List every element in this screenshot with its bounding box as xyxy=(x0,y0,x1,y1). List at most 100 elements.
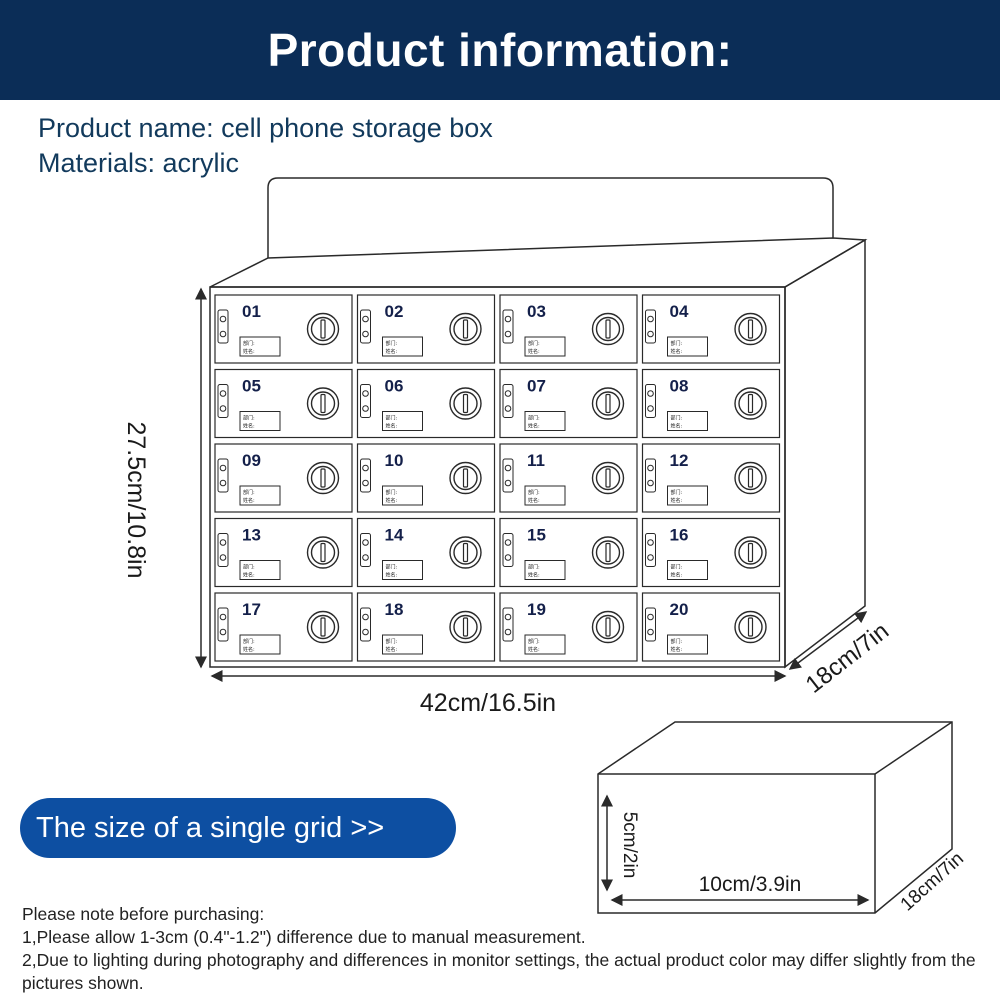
lock-icon xyxy=(306,536,340,569)
tag-department-label: 部门: xyxy=(528,638,540,645)
tag-name-label: 姓名: xyxy=(386,348,398,355)
tag-department-label: 部门: xyxy=(386,564,398,571)
compartment-number: 15 xyxy=(527,526,546,545)
compartment-number: 03 xyxy=(527,302,546,321)
cabinet-front-frame xyxy=(209,286,786,668)
compartment-09[interactable]: 09 部门:姓名: xyxy=(214,443,353,513)
compartment-04[interactable]: 04 部门:姓名: xyxy=(641,294,781,364)
note-item-1: 1,Please allow 1-3cm (0.4"-1.2") differe… xyxy=(22,927,586,947)
compartment-grid: 01部门:姓名:02部门:姓名:03部门:姓名:04部门:姓名:05部门:姓名:… xyxy=(214,294,781,662)
tag-department-label: 部门: xyxy=(528,415,540,422)
tag-department-label: 部门: xyxy=(386,415,398,422)
tag-name-label: 姓名: xyxy=(671,348,683,355)
compartment-15[interactable]: 15 部门:姓名: xyxy=(499,517,638,588)
compartment-number: 12 xyxy=(670,451,689,470)
tag-department-label: 部门: xyxy=(243,340,255,347)
name-tag: 部门:姓名: xyxy=(667,336,708,357)
name-tag: 部门:姓名: xyxy=(382,485,423,506)
tag-name-label: 姓名: xyxy=(243,423,255,430)
grid-height-label: 5cm/2in xyxy=(619,812,640,879)
tag-name-label: 姓名: xyxy=(386,572,398,579)
compartment-14[interactable]: 14 部门:姓名: xyxy=(356,517,496,588)
name-tag: 部门:姓名: xyxy=(524,411,566,431)
hinge-icon xyxy=(217,533,229,567)
lock-icon xyxy=(734,312,767,346)
lock-icon xyxy=(449,387,482,420)
hinge-icon xyxy=(645,384,656,418)
hinge-icon xyxy=(645,533,656,567)
tag-name-label: 姓名: xyxy=(243,646,255,653)
single-grid-edge-corner xyxy=(874,721,953,775)
compartment-number: 17 xyxy=(242,600,261,619)
hinge-icon xyxy=(645,458,656,493)
name-tag: 部门:姓名: xyxy=(524,336,566,357)
name-tag: 部门:姓名: xyxy=(239,336,281,357)
name-tag: 部门:姓名: xyxy=(667,560,708,580)
name-tag: 部门:姓名: xyxy=(239,485,281,506)
lock-icon xyxy=(449,610,482,644)
lock-icon xyxy=(591,387,625,420)
lock-icon xyxy=(734,461,767,495)
hinge-icon xyxy=(502,533,514,567)
product-name-line: Product name: cell phone storage box xyxy=(38,113,493,143)
lock-icon xyxy=(734,610,767,644)
tag-department-label: 部门: xyxy=(671,489,683,496)
compartment-07[interactable]: 07 部门:姓名: xyxy=(499,368,638,439)
tag-department-label: 部门: xyxy=(671,638,683,645)
lock-icon xyxy=(306,387,340,420)
compartment-number: 04 xyxy=(670,302,689,321)
tag-department-label: 部门: xyxy=(243,638,255,645)
hinge-icon xyxy=(502,607,514,642)
cabinet-height-label: 27.5cm/10.8in xyxy=(122,421,150,578)
compartment-19[interactable]: 19 部门:姓名: xyxy=(499,592,638,662)
compartment-number: 08 xyxy=(670,377,689,396)
lock-icon xyxy=(449,461,482,495)
compartment-03[interactable]: 03 部门:姓名: xyxy=(499,294,638,364)
hinge-icon xyxy=(360,607,371,642)
compartment-number: 14 xyxy=(385,526,404,545)
hinge-icon xyxy=(360,384,371,418)
compartment-12[interactable]: 12 部门:姓名: xyxy=(641,443,781,513)
compartment-door xyxy=(356,443,496,513)
hinge-icon xyxy=(217,309,229,344)
name-tag: 部门:姓名: xyxy=(239,560,281,580)
page-title: Product information: xyxy=(267,24,733,76)
tag-name-label: 姓名: xyxy=(243,572,255,579)
compartment-number: 19 xyxy=(527,600,546,619)
compartment-number: 07 xyxy=(527,377,546,396)
tag-department-label: 部门: xyxy=(386,638,398,645)
cabinet-side-face xyxy=(784,238,866,669)
compartment-number: 09 xyxy=(242,451,261,470)
tag-name-label: 姓名: xyxy=(528,348,540,355)
tag-department-label: 部门: xyxy=(671,415,683,422)
lock-icon xyxy=(449,312,482,346)
tag-department-label: 部门: xyxy=(671,564,683,571)
hinge-icon xyxy=(217,384,229,418)
cabinet-width-label: 42cm/16.5in xyxy=(420,689,556,717)
tag-name-label: 姓名: xyxy=(528,646,540,653)
tag-name-label: 姓名: xyxy=(671,497,683,504)
tag-department-label: 部门: xyxy=(386,340,398,347)
tag-department-label: 部门: xyxy=(243,489,255,496)
lock-icon xyxy=(734,387,767,420)
tag-department-label: 部门: xyxy=(243,564,255,571)
single-grid-size-button[interactable]: The size of a single grid >> xyxy=(20,798,456,858)
name-tag: 部门:姓名: xyxy=(382,634,423,655)
lock-icon xyxy=(734,536,767,569)
compartment-17[interactable]: 17 部门:姓名: xyxy=(214,592,353,662)
hinge-icon xyxy=(360,533,371,567)
note-item-2: 2,Due to lighting during photography and… xyxy=(22,950,976,993)
name-tag: 部门:姓名: xyxy=(239,634,281,655)
name-tag: 部门:姓名: xyxy=(524,560,566,580)
